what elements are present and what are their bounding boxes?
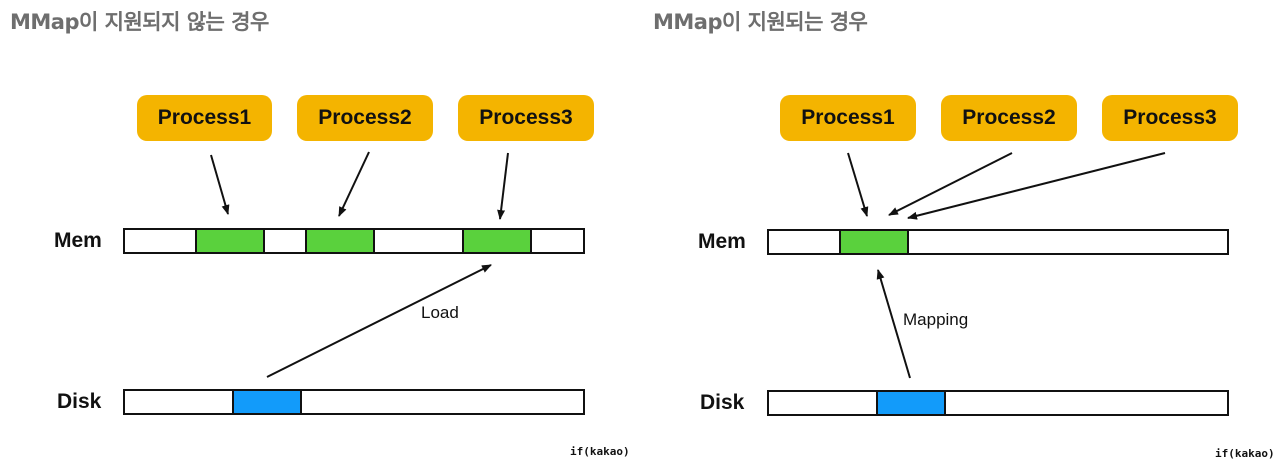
process-box-1: Process1	[137, 95, 272, 141]
arrow-process2-to-mem	[888, 152, 1013, 216]
mapping-arrow	[876, 269, 911, 379]
arrows-left	[210, 151, 509, 378]
arrows-right	[847, 152, 1166, 379]
credit-text: if(kakao)	[570, 445, 630, 458]
mapping-label: Mapping	[903, 310, 969, 329]
panel-with-mmap: MMap이 지원되는 경우 Process1 Process2 Process3…	[640, 0, 1280, 466]
arrow-process1-to-mem	[847, 152, 869, 217]
disk-label: Disk	[700, 391, 745, 414]
mem-label: Mem	[54, 229, 102, 252]
arrow-process3-to-mem	[497, 152, 509, 220]
disk-label: Disk	[57, 390, 102, 413]
memory-block-3	[462, 228, 532, 254]
panel-title: MMap이 지원되는 경우	[653, 10, 868, 34]
memory-block-2	[305, 228, 375, 254]
memory-bar	[767, 229, 1229, 255]
shared-memory-block	[839, 229, 909, 255]
credit-text: if(kakao)	[1215, 447, 1275, 460]
arrow-process1-to-mem	[210, 154, 230, 215]
memory-bar	[123, 228, 585, 254]
process-box-1: Process1	[780, 95, 916, 141]
disk-bar	[767, 390, 1229, 416]
mem-label: Mem	[698, 230, 746, 253]
process-box-2: Process2	[941, 95, 1077, 141]
arrow-process3-to-mem	[907, 152, 1166, 220]
process-box-3: Process3	[1102, 95, 1238, 141]
disk-bar	[123, 389, 585, 415]
process-box-2: Process2	[297, 95, 433, 141]
disk-block	[876, 390, 946, 416]
arrow-process2-to-mem	[338, 151, 370, 217]
load-arrow	[266, 264, 492, 378]
memory-block-1	[195, 228, 265, 254]
process-box-3: Process3	[458, 95, 594, 141]
load-label: Load	[421, 303, 459, 322]
disk-block	[232, 389, 302, 415]
panel-title: MMap이 지원되지 않는 경우	[10, 10, 269, 34]
panel-without-mmap: MMap이 지원되지 않는 경우 Process1 Process2 Proce…	[10, 10, 630, 458]
